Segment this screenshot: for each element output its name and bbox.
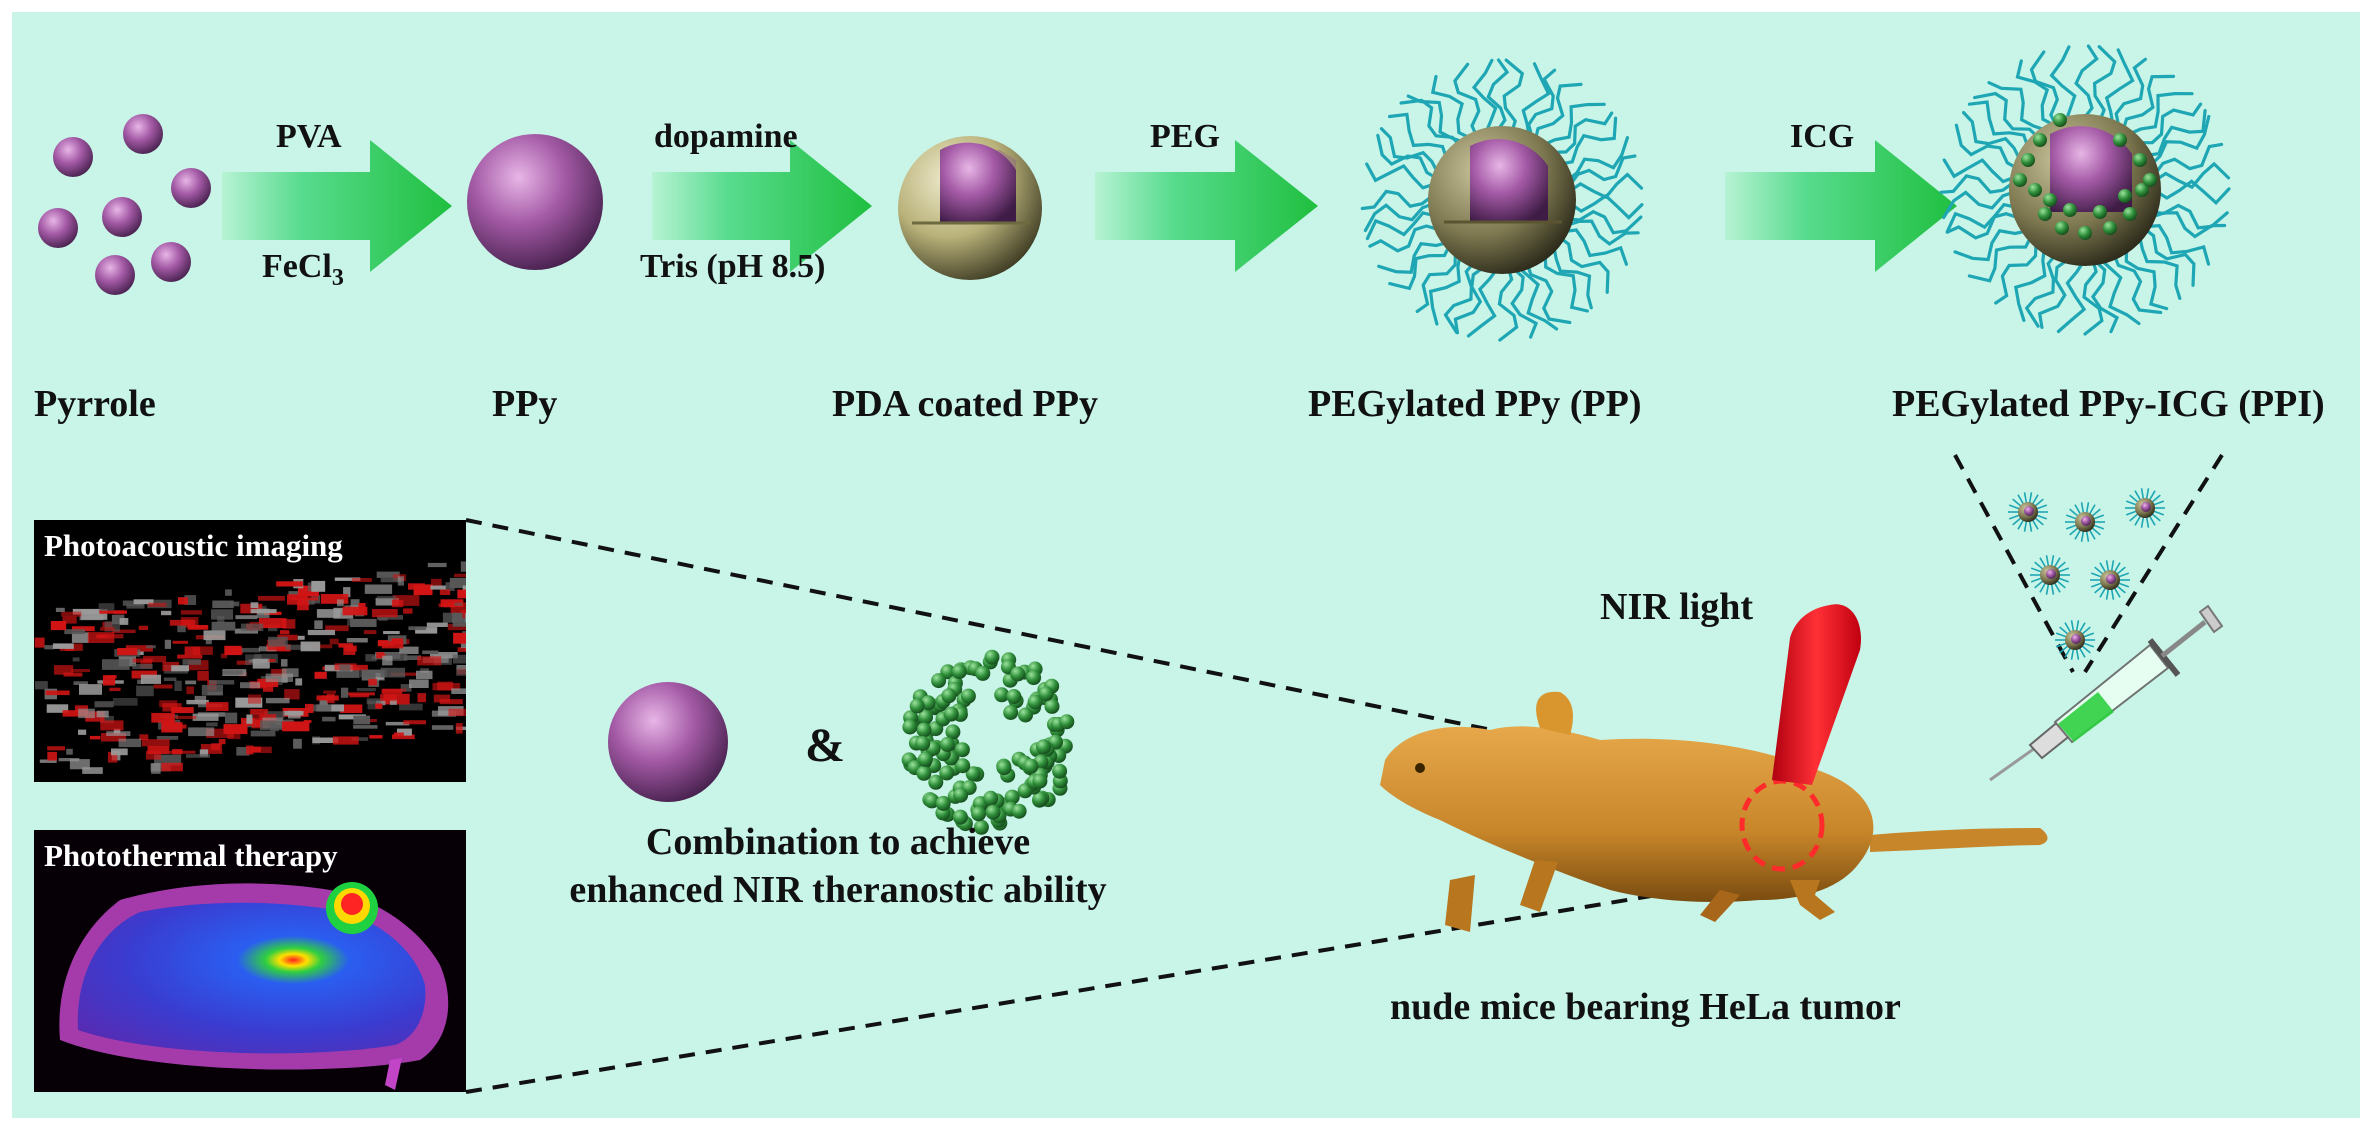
syringe (1989, 604, 2224, 782)
ppi-nanoparticles-small (2008, 488, 2165, 660)
photoacoustic-panel (34, 520, 466, 782)
arrow-3-top-label: PEG (1150, 118, 1220, 155)
icg-cluster (901, 649, 1075, 835)
nude-mouse (1380, 691, 2048, 932)
ppy-sphere (467, 134, 603, 270)
stage-label-pegylated-ppy-icg: PEGylated PPy-ICG (PPI) (1892, 383, 2325, 425)
stage-label-pegylated-ppy: PEGylated PPy (PP) (1308, 383, 1642, 425)
photoacoustic-label: Photoacoustic imaging (44, 528, 343, 563)
pyrrole-monomers (38, 114, 211, 295)
arrow-1-top-label: PVA (276, 118, 342, 155)
peg-chains-pp (1360, 58, 1644, 342)
nir-light-label: NIR light (1600, 586, 1754, 628)
pegylated-ppy-particle (1428, 126, 1576, 274)
photothermal-panel (34, 830, 466, 1092)
stage-label-pda-coated-ppy: PDA coated PPy (832, 383, 1098, 425)
arrow-step-2 (652, 140, 872, 272)
combination-caption-line-2: enhanced NIR theranostic ability (569, 869, 1107, 911)
combination-caption-line-1: Combination to achieve (645, 821, 1031, 863)
synthesis-arrows (222, 140, 1957, 272)
ppy-component-sphere (608, 682, 728, 802)
peg-chains-ppi (1939, 44, 2231, 336)
arrow-step-1 (222, 140, 452, 272)
photothermal-label: Photothermal therapy (44, 838, 338, 873)
ampersand: & (805, 719, 845, 772)
stage-label-ppy: PPy (492, 383, 558, 425)
pegylated-ppy-icg-particle (2009, 113, 2161, 266)
arrow-1-bottom-label: FeCl3 (262, 248, 344, 291)
icg-dots (2013, 113, 2157, 240)
nir-laser-beam (1772, 604, 1861, 785)
arrow-2-top-label: dopamine (654, 118, 798, 155)
arrow-4-top-label: ICG (1790, 118, 1855, 155)
funnel-line-left (1953, 454, 2075, 673)
dashed-link-bottom (465, 876, 1761, 1094)
arrow-2-bottom-label: Tris (pH 8.5) (640, 248, 826, 285)
pda-coated-ppy-particle (898, 136, 1042, 280)
mouse-caption: nude mice bearing HeLa tumor (1390, 986, 1901, 1028)
funnel-line-right (2083, 453, 2224, 674)
stage-label-pyrrole: Pyrrole (34, 383, 156, 425)
arrow-step-3 (1095, 140, 1318, 272)
arrow-step-4 (1725, 140, 1957, 272)
